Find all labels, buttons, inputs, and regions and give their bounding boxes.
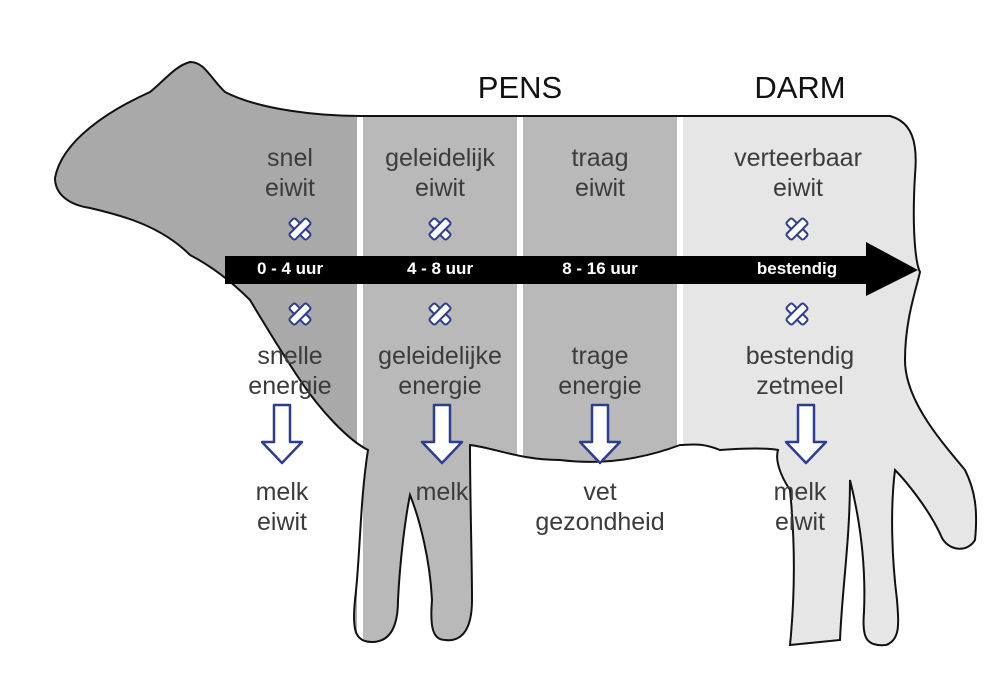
label-line: melk	[255, 478, 309, 506]
top-label-2: traag eiwit	[572, 143, 629, 203]
label-line: snel	[267, 144, 313, 172]
duration-label-0: 0 - 4 uur	[256, 259, 324, 278]
label-line: trage	[571, 342, 629, 370]
timeline-arrow	[225, 242, 918, 296]
band-divider	[357, 62, 363, 646]
top-label-0: snel eiwit	[265, 143, 315, 203]
label-line: eiwit	[264, 174, 316, 202]
duration-label-1: 4 - 8 uur	[406, 259, 474, 278]
result-label-2: vet gezondheid	[535, 477, 664, 537]
band-divider	[677, 62, 683, 646]
label-line: eiwit	[256, 508, 308, 536]
cross-icon	[428, 217, 452, 241]
cross-icon	[785, 302, 809, 326]
label-line: melk	[415, 478, 469, 506]
label-line: energie	[558, 372, 642, 400]
cross-icon	[785, 217, 809, 241]
label-line: zetmeel	[756, 372, 844, 400]
result-label-0: melk eiwit	[256, 477, 309, 537]
label-line: gezondheid	[535, 508, 665, 536]
bottom-label-3: bestendig zetmeel	[746, 341, 854, 401]
bottom-label-1: geleidelijke energie	[378, 341, 502, 401]
label-line: snelle	[257, 342, 323, 370]
label-line: eiwit	[414, 174, 466, 202]
cross-icon	[288, 302, 312, 326]
down-arrow-icon	[578, 403, 622, 465]
header-darm: DARM	[754, 70, 846, 105]
down-arrow-icon	[260, 403, 304, 465]
label-line: vet	[583, 478, 617, 506]
duration-label-3: bestendig	[756, 259, 838, 278]
result-label-3: melk eiwit	[774, 477, 827, 537]
label-line: energie	[248, 372, 332, 400]
cross-icon	[428, 302, 452, 326]
duration-label-2: 8 - 16 uur	[562, 259, 638, 278]
label-line: geleidelijk	[385, 144, 495, 172]
label-line: geleidelijke	[378, 342, 502, 370]
label-line: traag	[571, 144, 629, 172]
top-label-1: geleidelijk eiwit	[385, 143, 495, 203]
label-line: eiwit	[774, 508, 826, 536]
header-pens: PENS	[477, 70, 563, 105]
down-arrow-icon	[784, 403, 828, 465]
label-line: eiwit	[772, 174, 824, 202]
cross-icon	[288, 217, 312, 241]
label-line: energie	[398, 372, 482, 400]
bottom-label-0: snelle energie	[248, 341, 331, 401]
label-line: eiwit	[574, 174, 626, 202]
result-label-1: melk	[416, 477, 469, 507]
label-line: verteerbaar	[734, 144, 862, 172]
band-divider	[517, 62, 523, 646]
label-line: melk	[773, 478, 827, 506]
bottom-label-2: trage energie	[558, 341, 641, 401]
top-label-3: verteerbaar eiwit	[734, 143, 862, 203]
label-line: bestendig	[745, 342, 855, 370]
down-arrow-icon	[420, 403, 464, 465]
